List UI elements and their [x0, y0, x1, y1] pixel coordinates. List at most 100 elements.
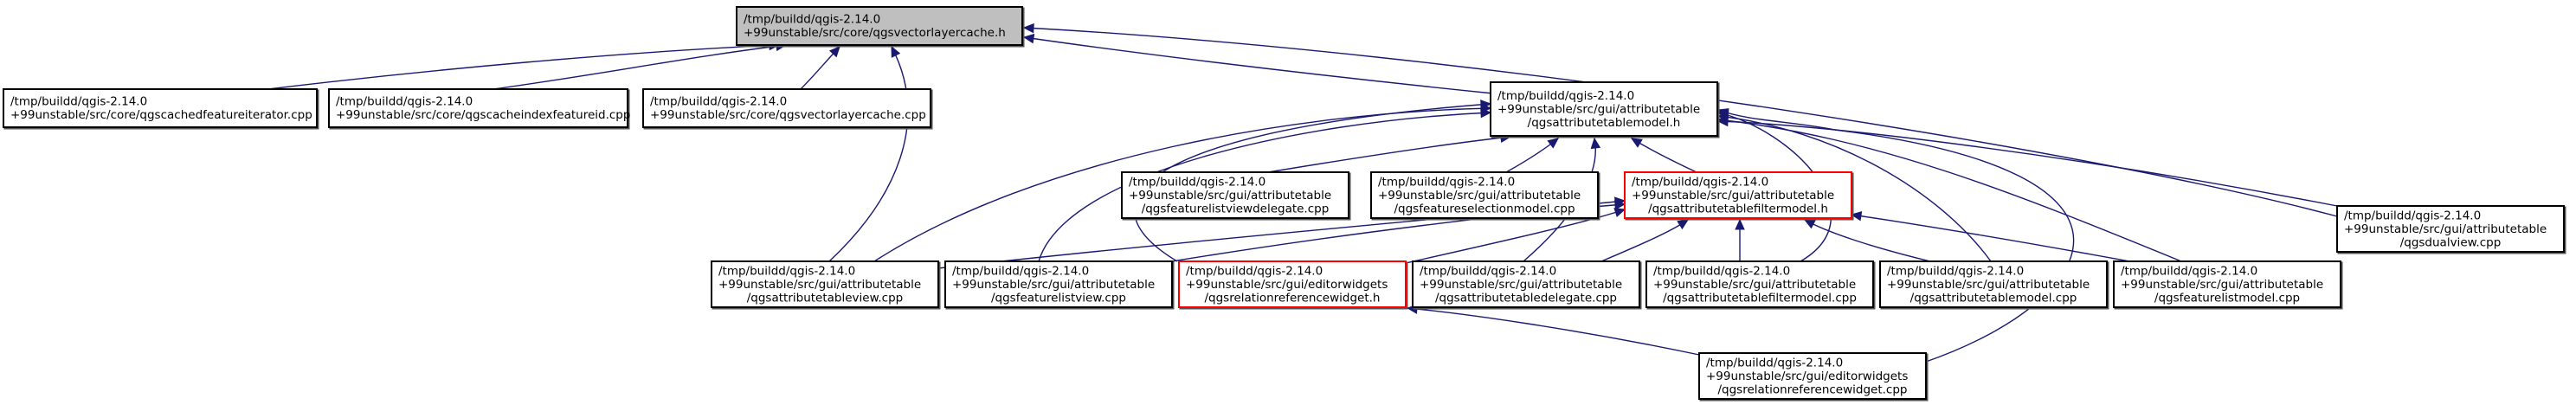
- nodes-layer: /tmp/buildd/qgis-2.14.0+99unstable/src/c…: [3, 6, 2566, 402]
- edge-line: [1023, 27, 2338, 217]
- edge-line: [1023, 36, 1494, 94]
- edge-relationreferencewidget_h-to-attributetablemodel_h: [1133, 100, 1492, 262]
- arrowhead-icon: [1613, 208, 1626, 218]
- node-label-line: /tmp/buildd/qgis-2.14.0: [1653, 264, 1790, 278]
- node-label-line: /qgsattributetabledelegate.cpp: [1435, 291, 1617, 305]
- node-box: [1121, 171, 1349, 219]
- node-label-line: +99unstable/src/gui/attributetable: [1887, 278, 2090, 292]
- node-label-line: +99unstable/src/gui/attributetable: [1378, 189, 1581, 202]
- node-label-line: /tmp/buildd/qgis-2.14.0: [2121, 264, 2257, 278]
- node-featurelistmodel[interactable]: [2113, 260, 2343, 310]
- edge-vectorlayercache_cpp-to-root: [800, 46, 840, 90]
- node-label-line: /tmp/buildd/qgis-2.14.0: [1186, 264, 1323, 278]
- node-label-featureselectionmodel: /tmp/buildd/qgis-2.14.0+99unstable/src/g…: [1378, 175, 1581, 215]
- arrowhead-icon: [1630, 138, 1643, 148]
- node-label-line: /qgsfeaturelistview.cpp: [991, 291, 1126, 305]
- arrowhead-icon: [1677, 219, 1690, 230]
- node-box: [1624, 171, 1852, 219]
- arrowhead-icon: [1735, 218, 1745, 230]
- edge-featurelistviewdelegate-to-attributetablemodel_h: [1267, 132, 1512, 173]
- arrowhead-icon: [1803, 219, 1816, 229]
- node-label-line: /tmp/buildd/qgis-2.14.0: [1632, 175, 1768, 189]
- edge-line: [1405, 209, 1626, 264]
- edge-attributetabledelegate-to-attributetablefiltermodel_h: [1600, 219, 1690, 262]
- edge-line: [267, 44, 780, 90]
- arrowhead-icon: [1716, 116, 1729, 127]
- arrowhead-icon: [1022, 33, 1035, 44]
- node-label-attributetabledelegate: /tmp/buildd/qgis-2.14.0+99unstable/src/g…: [1420, 264, 1622, 305]
- node-box: [2113, 260, 2341, 308]
- node-cacheindexfeatureid[interactable]: [328, 88, 630, 130]
- edge-line: [1600, 219, 1689, 262]
- edge-line: [1631, 138, 1697, 173]
- node-label-line: /qgsdualview.cpp: [2400, 235, 2502, 249]
- node-featurelistview[interactable]: [944, 260, 1175, 310]
- node-label-line: +99unstable/src/gui/attributetable: [718, 278, 921, 292]
- node-label-line: /tmp/buildd/qgis-2.14.0: [2344, 209, 2481, 222]
- arrowhead-icon: [1547, 138, 1559, 149]
- node-label-line: /tmp/buildd/qgis-2.14.0: [336, 95, 473, 109]
- node-label-line: +99unstable/src/gui/attributetable: [1129, 189, 1331, 202]
- node-attributetablemodel_cpp[interactable]: [1879, 260, 2109, 310]
- node-label-line: /qgsattributetableview.cpp: [747, 291, 904, 305]
- node-label-line: /qgsattributetablemodel.h: [1528, 116, 1681, 130]
- node-label-line: +99unstable/src/gui/attributetable: [1420, 278, 1622, 292]
- node-label-line: /tmp/buildd/qgis-2.14.0: [1378, 175, 1515, 189]
- node-label-line: +99unstable/src/gui/attributetable: [2121, 278, 2323, 292]
- edge-attributetableview-to-root: [828, 45, 909, 262]
- node-label-line: /tmp/buildd/qgis-2.14.0: [1420, 264, 1556, 278]
- node-label-attributetablefiltermodel_cpp: /tmp/buildd/qgis-2.14.0+99unstable/src/g…: [1653, 264, 1857, 305]
- edges-layer: [267, 22, 2338, 363]
- node-featureselectionmodel[interactable]: [1370, 171, 1600, 221]
- node-attributetablemodel_h[interactable]: [1490, 81, 1720, 138]
- edge-line: [1267, 136, 1511, 173]
- edge-attributetablemodel_h-to-root: [1022, 33, 1494, 94]
- node-label-line: +99unstable/src/core/qgscacheindexfeatur…: [336, 108, 630, 122]
- node-attributetablefiltermodel_cpp[interactable]: [1645, 260, 1876, 310]
- node-box: [1645, 260, 1874, 308]
- edge-line: [1038, 112, 1491, 262]
- node-label-line: /qgsattributetablefiltermodel.cpp: [1663, 291, 1857, 305]
- node-box: [1412, 260, 1640, 308]
- node-cachedfeatureiterator[interactable]: [3, 88, 319, 130]
- node-dualview[interactable]: [2336, 205, 2566, 254]
- node-box: [1698, 352, 1927, 400]
- node-label-line: +99unstable/src/gui/attributetable: [1653, 278, 1856, 292]
- node-box: [736, 6, 1023, 46]
- node-box: [328, 88, 628, 128]
- node-label-relationreferencewidget_cpp: /tmp/buildd/qgis-2.14.0+99unstable/src/g…: [1706, 356, 1908, 396]
- node-label-line: /qgsattributetablemodel.cpp: [1910, 291, 2077, 305]
- node-featurelistviewdelegate[interactable]: [1121, 171, 1351, 221]
- node-relationreferencewidget_h[interactable]: [1178, 260, 1408, 310]
- edge-featurelistview-to-attributetablemodel_h: [1038, 107, 1492, 262]
- arrowhead-icon: [1480, 100, 1492, 110]
- edge-dualview-to-root: [1022, 22, 2338, 217]
- node-box: [2336, 205, 2565, 253]
- arrowhead-icon: [1022, 22, 1034, 34]
- edge-featurelistmodel-to-attributetablefiltermodel_h: [1850, 210, 2130, 262]
- node-label-dualview: /tmp/buildd/qgis-2.14.0+99unstable/src/g…: [2344, 209, 2547, 249]
- node-label-line: /tmp/buildd/qgis-2.14.0: [650, 95, 787, 109]
- node-label-featurelistmodel: /tmp/buildd/qgis-2.14.0+99unstable/src/g…: [2121, 264, 2323, 305]
- node-label-attributetableview: /tmp/buildd/qgis-2.14.0+99unstable/src/g…: [718, 264, 921, 305]
- edge-line: [1717, 120, 2338, 207]
- node-label-line: /tmp/buildd/qgis-2.14.0: [1497, 89, 1634, 103]
- node-attributetableview[interactable]: [711, 260, 941, 310]
- arrowhead-icon: [891, 45, 901, 58]
- node-relationreferencewidget_cpp[interactable]: [1698, 352, 1929, 402]
- edge-line: [1133, 103, 1491, 262]
- node-label-line: /tmp/buildd/qgis-2.14.0: [1706, 356, 1843, 370]
- node-label-line: /qgsfeatureselectionmodel.cpp: [1394, 202, 1575, 215]
- node-box: [1490, 81, 1718, 137]
- node-label-attributetablemodel_h: /tmp/buildd/qgis-2.14.0+99unstable/src/g…: [1497, 89, 1700, 130]
- arrowhead-icon: [1850, 210, 1863, 222]
- node-label-line: /tmp/buildd/qgis-2.14.0: [952, 264, 1089, 278]
- node-label-line: +99unstable/src/gui/attributetable: [1632, 189, 1834, 202]
- edge-relationreferencewidget_cpp-to-relationreferencewidget_h: [1406, 304, 1700, 356]
- node-box: [1178, 260, 1407, 308]
- node-label-line: /qgsrelationreferencewidget.cpp: [1717, 382, 1907, 396]
- node-attributetablefiltermodel_h[interactable]: [1624, 171, 1854, 221]
- node-box: [1879, 260, 2108, 308]
- node-attributetabledelegate[interactable]: [1412, 260, 1642, 310]
- node-vectorlayercache_cpp[interactable]: [642, 88, 933, 130]
